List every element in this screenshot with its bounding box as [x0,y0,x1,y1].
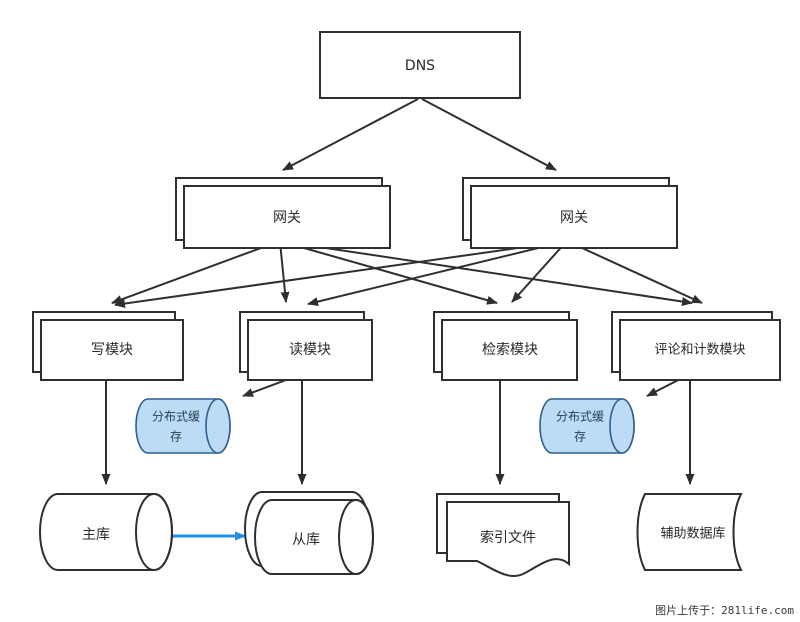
node-module-read[interactable]: 读模块 [239,311,373,381]
node-index-file[interactable]: 索引文件 [436,493,570,577]
edge-dns-to-gateway-right [421,98,557,171]
edge-gateway-right-to-module-comment [568,241,703,304]
node-dns[interactable]: DNS [319,31,521,99]
node-db-slave[interactable]: 从库 [244,491,374,575]
edge-gateway-left-to-module-read [279,241,290,303]
node-gateway-right[interactable]: 网关 [462,177,678,249]
node-cache-right[interactable]: 分布式缓 存 [539,398,635,454]
edge-gateway-right-to-module-read [307,241,564,307]
node-db-auxiliary[interactable]: 辅助数据库 [636,493,743,571]
edge-gateway-left-to-module-comment [285,241,693,306]
node-module-comment[interactable]: 评论和计数模块 [611,311,781,381]
edge-gateway-left-to-module-search [282,241,498,305]
node-module-write[interactable]: 写模块 [32,311,184,381]
node-module-search[interactable]: 检索模块 [433,311,578,381]
node-gateway-left[interactable]: 网关 [175,177,391,249]
edge-dns-to-gateway-left [282,98,419,171]
node-db-master[interactable]: 主库 [39,493,173,571]
node-cache-left[interactable]: 分布式缓 存 [135,398,231,454]
edge-gateway-right-to-module-write [114,241,561,309]
edge-gateway-right-to-module-search [511,241,567,303]
watermark-label: 图片上传于：281life.com [655,604,794,617]
edge-gateway-left-to-module-write [111,241,278,304]
